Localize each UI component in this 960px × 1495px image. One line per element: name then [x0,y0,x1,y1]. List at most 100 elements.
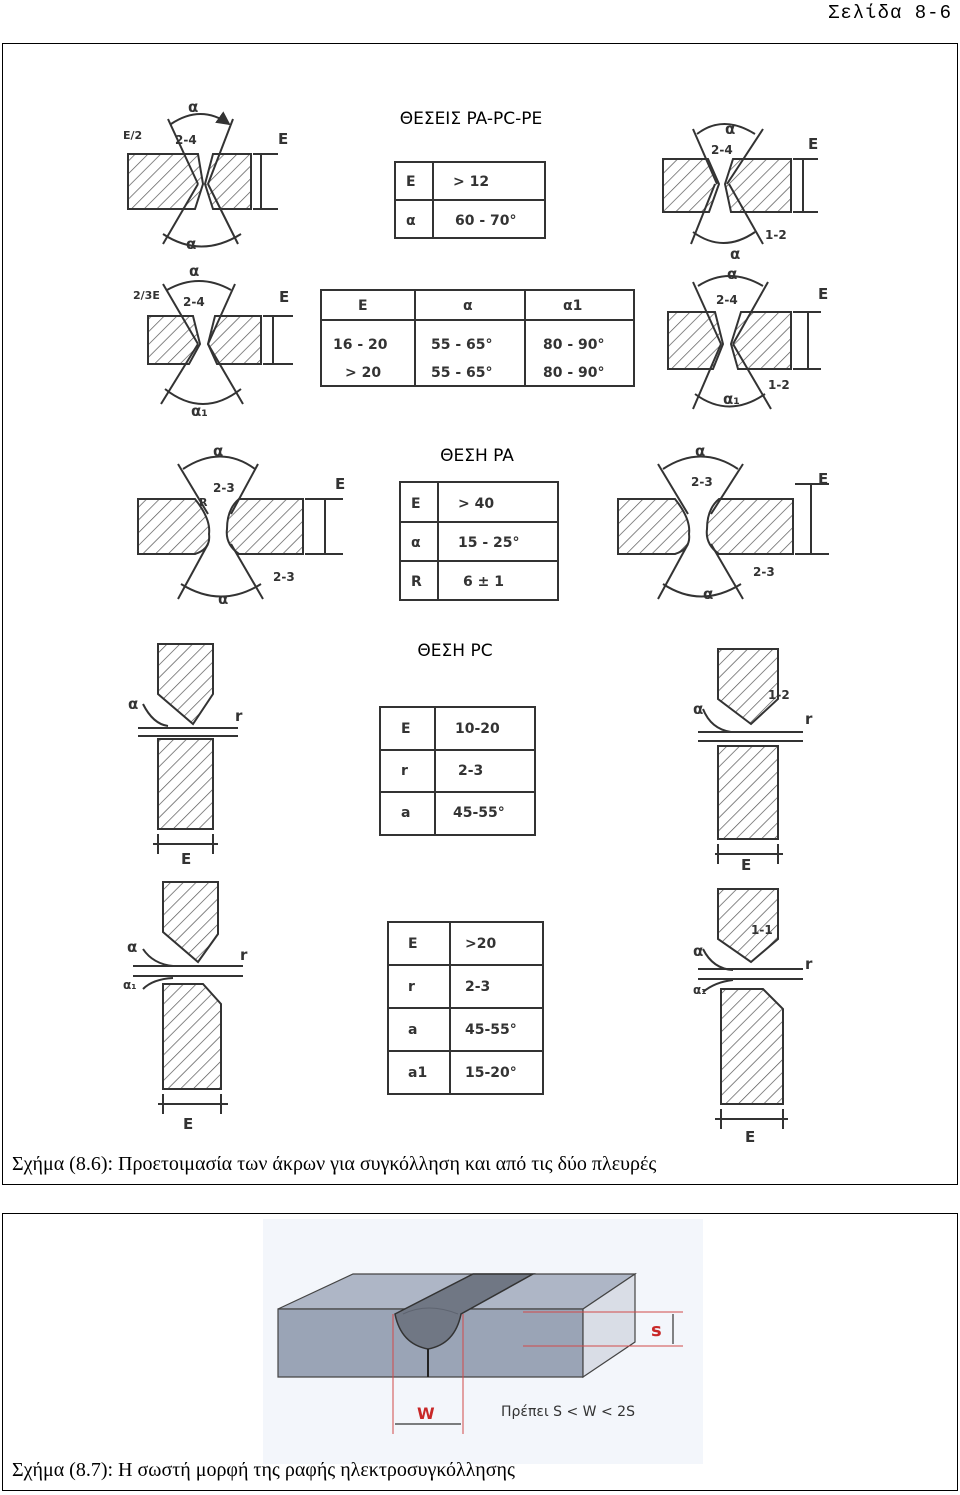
table2-cell: 16 - 20 [333,337,388,353]
pc-double-bevel-joint-left [133,881,243,1114]
pc-bevel-joint-left [138,643,238,854]
table-pc [379,706,536,836]
table-pc-double [387,921,544,1095]
two-thirds-label: 2/3E [133,289,160,302]
gap-label: 2-3 [753,565,775,579]
alpha1-label: α₁ [693,983,707,997]
alpha-label: α [213,442,223,460]
asymmetric-v-joint-left [147,280,293,405]
gap-label: 2-4 [716,293,738,307]
table2-cell: 80 - 90° [543,365,605,381]
thickness-label: E [818,285,828,303]
alpha-label: α [127,938,137,956]
table-pa-pc-pe [394,161,546,239]
alpha1-label: α₁ [123,978,137,992]
weld-edge-preparation-drawing: ΘΕΣΕΙΣ PA-PC-PE ΘΕΣΗ PA ΘΕΣΗ PC E > 12 α… [123,98,829,1146]
gap-label: 2-4 [183,295,205,309]
table1-cell: E [406,174,416,190]
alpha-label: α [693,700,703,718]
alpha-label: α [730,245,740,263]
table1-cell: > 12 [453,174,489,190]
thickness-label: E [181,850,191,868]
root-face-label: r [805,710,813,728]
weld-bead-top [402,1307,459,1315]
double-v-joint-right [662,123,818,245]
pc-bevel-joint-right [698,648,803,864]
alpha-label: α [218,590,228,608]
thickness-label: E [183,1115,193,1133]
table2-header: α1 [563,298,582,314]
table5-cell: >20 [465,936,496,952]
table4-cell: a [401,805,410,821]
table2-header: α [463,298,473,314]
alpha-label: α [725,120,735,138]
double-v-joint-left [127,111,278,248]
alpha-label: α [188,98,198,116]
thickness-label: E [741,856,751,874]
title-pa: ΘΕΣΗ PA [440,446,514,466]
pc-double-bevel-joint-right [698,888,803,1129]
weld-bead [394,1273,536,1350]
table5-cell: 45-55° [465,1022,517,1038]
gap-label: 2-3 [273,570,295,584]
thickness-label: E [278,130,288,148]
page-header: Σελίδα 8-6 [827,2,952,24]
table3-cell: E [411,496,421,512]
weld-seam-drawing: s W Πρέπει S < W < 2S [263,1219,703,1464]
table5-cell: 15-20° [465,1065,517,1081]
table3-cell: > 40 [458,496,494,512]
table2-header: E [358,298,368,314]
table4-cell: 2-3 [458,763,483,779]
figure-8-7: s W Πρέπει S < W < 2S [2,1213,958,1491]
table-pa [399,481,559,601]
table5-cell: E [408,936,418,952]
table5-cell: a1 [408,1065,427,1081]
radius-label: R [199,496,208,509]
table5-cell: r [408,979,415,995]
table4-cell: 45-55° [453,805,505,821]
alpha-label: α [186,235,196,253]
figure-8-6: ΘΕΣΕΙΣ PA-PC-PE ΘΕΣΗ PA ΘΕΣΗ PC E > 12 α… [2,43,958,1185]
title-pc: ΘΕΣΗ PC [417,641,492,661]
double-u-joint-right [617,455,829,600]
plate-side-face [582,1272,636,1379]
gap-label: 1-2 [765,228,787,242]
table3-cell: R [411,574,422,590]
alpha-label: α [695,442,705,460]
title-pa-pc-pe: ΘΕΣΕΙΣ PA-PC-PE [400,109,543,129]
alpha1-label: α₁ [723,390,740,408]
table4-cell: r [401,763,408,779]
gap-label: 2-3 [213,481,235,495]
alpha-label: α [703,585,713,603]
figure-8-6-caption: Σχήμα (8.6): Προετοιμασία των άκρων για … [12,1153,657,1175]
asymmetric-v-joint-right [667,275,821,410]
gap-label: 2-4 [711,143,733,157]
w-label: W [417,1404,435,1423]
table4-cell: 10-20 [455,721,500,737]
thickness-label: E [808,135,818,153]
table5-cell: 2-3 [465,979,490,995]
table1-cell: 60 - 70° [455,213,517,229]
alpha-label: α [189,262,199,280]
alpha1-label: α₁ [191,402,208,420]
double-u-joint-left [137,455,343,600]
table5-cell: a [408,1022,417,1038]
figure-8-7-caption: Σχήμα (8.7): Η σωστή μορφή της ραφής ηλε… [12,1459,515,1481]
table-alpha1 [320,289,635,387]
table4-cell: E [401,721,411,737]
alpha-label: α [727,265,737,283]
root-face-label: r [805,955,813,973]
alpha-label: α [693,942,703,960]
gap-label: 2-3 [691,475,713,489]
root-face-label: r [235,707,243,725]
alpha-label: α [128,695,138,713]
thickness-label: E [279,288,289,306]
weld-rule-text: Πρέπει S < W < 2S [501,1404,635,1420]
thickness-label: E [335,475,345,493]
gap-label: 1-2 [768,688,790,702]
half-thickness-label: E/2 [123,129,142,142]
table2-cell: 55 - 65° [431,337,493,353]
table2-cell: 55 - 65° [431,365,493,381]
gap-label: 2-4 [175,133,197,147]
thickness-label: E [745,1128,755,1146]
